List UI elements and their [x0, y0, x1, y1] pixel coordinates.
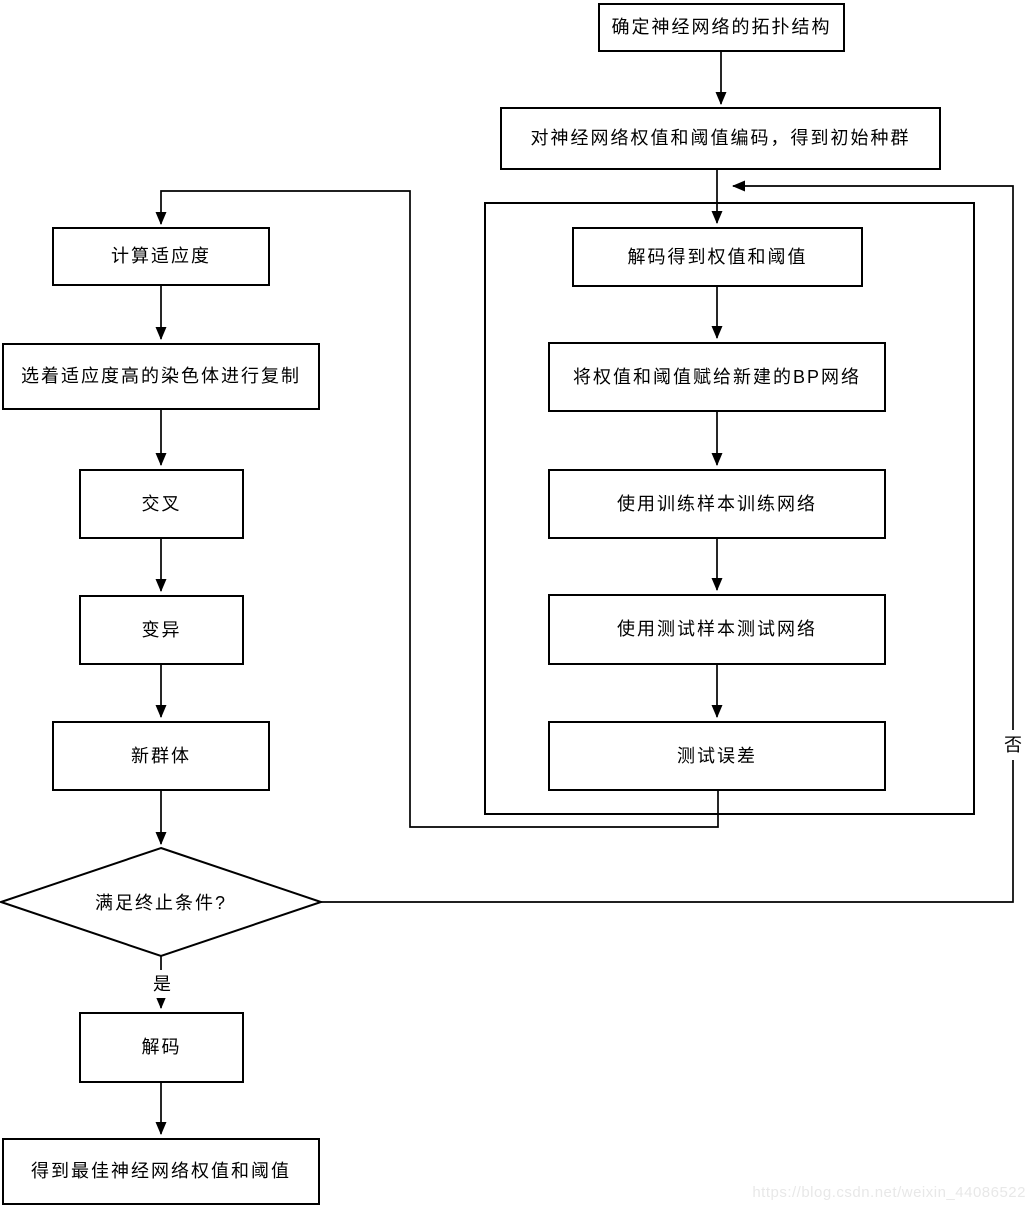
edge-label-yes: 是: [147, 970, 177, 998]
evaluation-group-box: [484, 202, 975, 815]
condition-diamond-shape: [0, 846, 325, 958]
edge-fitness-loop: [155, 190, 719, 828]
node-topology: 确定神经网络的拓扑结构: [598, 3, 845, 52]
node-test-error: 测试误差: [548, 721, 886, 791]
node-decode: 解码: [79, 1012, 244, 1083]
node-best-result: 得到最佳神经网络权值和阈值: [2, 1138, 320, 1205]
node-new-population: 新群体: [52, 721, 270, 791]
node-condition-label: 满足终止条件?: [94, 893, 227, 913]
node-decode-weights: 解码得到权值和阈值: [572, 227, 863, 287]
watermark: https://blog.csdn.net/weixin_44086522: [752, 1184, 1026, 1201]
node-crossover: 交叉: [79, 469, 244, 539]
node-fitness: 计算适应度: [52, 227, 270, 286]
edge-no-loop: [321, 180, 1014, 903]
node-train: 使用训练样本训练网络: [548, 469, 886, 539]
edge-label-no: 否: [999, 730, 1027, 760]
node-test: 使用测试样本测试网络: [548, 594, 886, 665]
node-mutation: 变异: [79, 595, 244, 665]
node-assign-bp: 将权值和阈值赋给新建的BP网络: [548, 342, 886, 412]
node-select: 选着适应度高的染色体进行复制: [2, 343, 320, 410]
node-encode: 对神经网络权值和阈值编码，得到初始种群: [500, 107, 941, 170]
